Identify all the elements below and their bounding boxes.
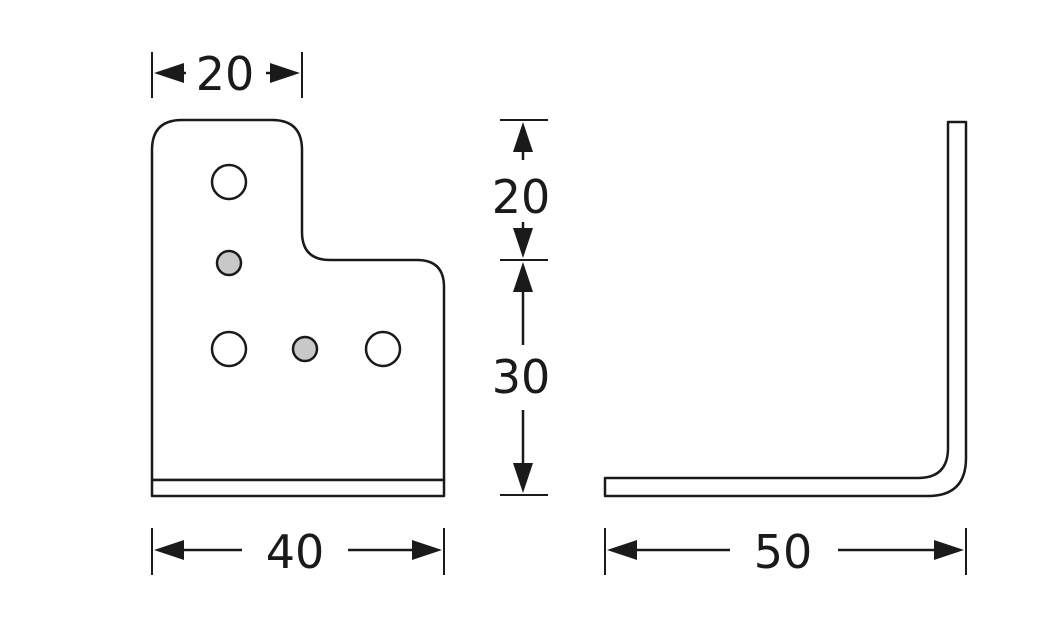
arrow-head-right: [934, 540, 964, 560]
arrow-head-up: [513, 122, 533, 152]
dimension-vertical: 20 30: [492, 119, 551, 496]
dimension-label-top-width: 20: [196, 47, 255, 101]
arrow-head-left: [154, 540, 184, 560]
dimension-label-bottom-width: 40: [266, 525, 325, 579]
mounting-hole-left: [210, 330, 248, 368]
mounting-hole-filled-upper: [215, 249, 243, 277]
bracket-front-outline: [150, 118, 446, 482]
arrow-head-down: [513, 228, 533, 258]
arrow-head-left: [154, 63, 184, 83]
arrow-head-left: [607, 540, 637, 560]
mounting-hole-right: [364, 330, 402, 368]
dimension-label-lower-height: 30: [492, 350, 551, 404]
bracket-side-profile: [603, 120, 968, 498]
dimension-label-upper-height: 20: [492, 170, 551, 224]
front-view: [150, 118, 446, 498]
dimension-bottom-width: 40: [151, 525, 445, 579]
arrow-head-up: [513, 262, 533, 292]
dimension-top-width: 20: [151, 47, 303, 101]
dimension-label-side-length: 50: [754, 525, 813, 579]
bracket-front-base-edge: [150, 478, 446, 498]
arrow-head-right: [270, 63, 300, 83]
mounting-hole-top: [210, 163, 248, 201]
mounting-hole-filled-middle: [291, 335, 319, 363]
dimension-side-length: 50: [604, 525, 967, 579]
arrow-head-right: [412, 540, 442, 560]
side-view: [603, 120, 968, 498]
arrow-head-down: [513, 463, 533, 493]
